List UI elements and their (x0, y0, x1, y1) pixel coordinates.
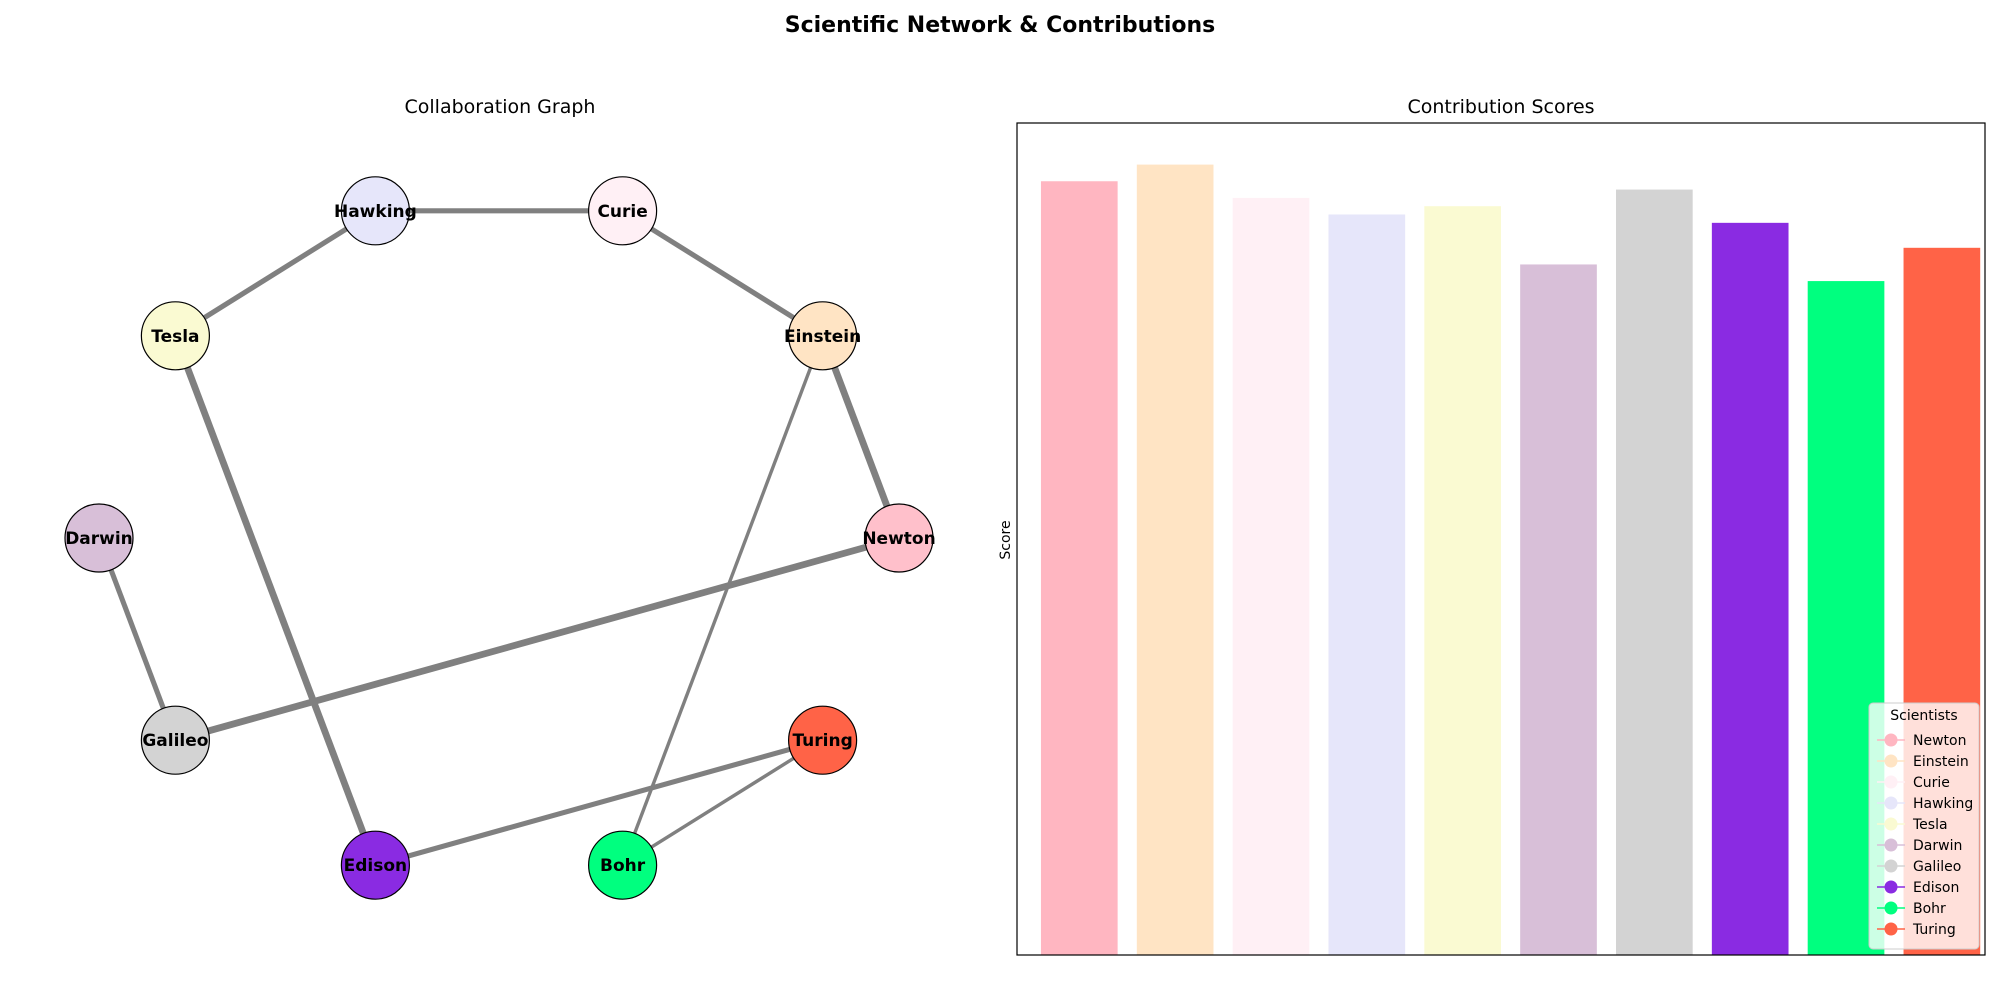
node-label-darwin: Darwin (65, 529, 133, 549)
node-tesla (140, 301, 210, 371)
edge-einstein-newton (819, 334, 903, 540)
bar-edison (1711, 222, 1789, 956)
node-label-galileo: Galileo (142, 731, 208, 751)
legend-label-tesla: Tesla (1912, 817, 1948, 833)
edge-edison-turing (374, 737, 824, 868)
node-turing (788, 705, 858, 775)
bar-newton (1040, 181, 1118, 956)
legend-label-darwin: Darwin (1913, 838, 1962, 854)
node-label-newton: Newton (862, 529, 935, 549)
legend-marker-bohr (1884, 901, 1898, 915)
bar-darwin (1520, 264, 1597, 955)
edge-darwin-galileo (96, 537, 178, 742)
legend-label-hawking: Hawking (1913, 796, 1973, 812)
legend-marker-hawking (1884, 796, 1898, 810)
graph-title: Collaboration Graph (404, 96, 596, 118)
bar-galileo (1616, 189, 1693, 955)
node-label-edison: Edison (344, 856, 408, 876)
legend-label-edison: Edison (1913, 880, 1959, 896)
legend-label-bohr: Bohr (1913, 901, 1946, 917)
legend-marker-darwin (1884, 838, 1898, 852)
bar-tesla (1424, 206, 1501, 955)
node-label-turing: Turing (792, 731, 852, 751)
edge-tesla-hawking (174, 208, 377, 338)
legend-label-curie: Curie (1913, 775, 1950, 791)
legend-marker-edison (1884, 880, 1898, 894)
node-galileo (140, 705, 210, 775)
legend-marker-galileo (1884, 859, 1898, 873)
edge-einstein-bohr (621, 335, 825, 866)
node-newton (864, 503, 934, 573)
bar-curie (1232, 197, 1310, 955)
node-label-hawking: Hawking (334, 202, 417, 222)
bar-einstein (1136, 164, 1214, 956)
legend-marker-tesla (1884, 817, 1898, 831)
legend-marker-turing (1884, 922, 1898, 936)
edge-newton-galileo (174, 534, 900, 744)
legend-label-turing: Turing (1912, 922, 1956, 938)
legend-label-einstein: Einstein (1913, 754, 1969, 770)
legend-label-galileo: Galileo (1913, 859, 1961, 875)
node-hawking (340, 176, 410, 246)
edge-curie-einstein (621, 208, 824, 338)
edge-tesla-edison (172, 334, 379, 867)
edge-bohr-turing (621, 738, 824, 867)
axes-frame (1016, 122, 1986, 956)
legend-marker-einstein (1884, 754, 1898, 768)
node-edison (340, 830, 410, 900)
node-einstein (788, 301, 858, 371)
legend-label-newton: Newton (1913, 733, 1966, 749)
node-bohr (588, 830, 658, 900)
node-label-tesla: Tesla (151, 327, 199, 347)
legend-marker-newton (1884, 733, 1898, 747)
bar-chart-title: Contribution Scores (1407, 96, 1595, 118)
legend-marker-curie (1884, 775, 1898, 789)
bar-hawking (1328, 214, 1406, 955)
node-label-einstein: Einstein (784, 327, 861, 347)
node-label-curie: Curie (597, 202, 647, 222)
figure-title: Scientific Network & Contributions (784, 13, 1216, 38)
y-axis-label: Score (998, 520, 1014, 559)
node-curie (588, 176, 658, 246)
node-darwin (64, 503, 134, 573)
node-label-bohr: Bohr (600, 856, 646, 876)
collaboration-graph: Newton Einstein Curie HawkingTeslaDarwinGal… (64, 176, 936, 900)
legend-title: Scientists (1890, 708, 1957, 724)
